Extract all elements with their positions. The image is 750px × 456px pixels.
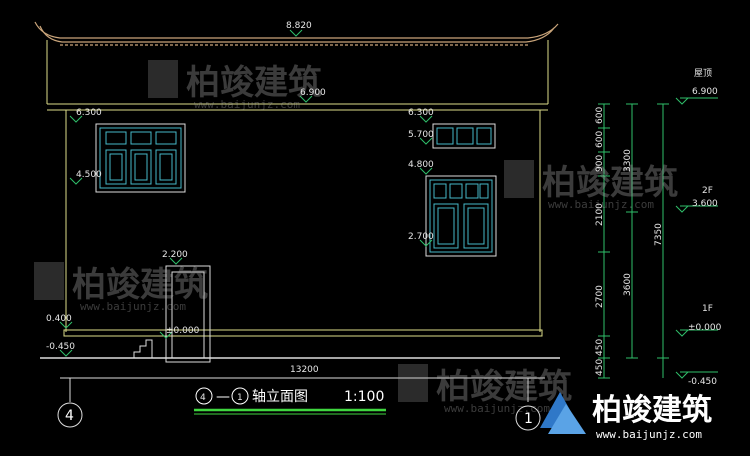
- level-markers: [675, 97, 718, 379]
- right-small-window: [432, 123, 496, 149]
- main-wall: [63, 110, 543, 337]
- svg-text:www.baijunjz.com: www.baijunjz.com: [444, 402, 550, 415]
- title-axis-from: 4: [200, 393, 206, 403]
- svg-text:www.baijunjz.com: www.baijunjz.com: [80, 300, 186, 313]
- left-level-markers: [59, 29, 433, 357]
- door-head-level: 2.200: [162, 250, 188, 260]
- gable-wall: [46, 40, 549, 111]
- axis-label-right: 1: [524, 411, 533, 427]
- right-window-top-level: 6.300: [408, 108, 434, 118]
- floor-level-left: ±0.000: [166, 326, 200, 336]
- door: [165, 265, 211, 363]
- watermark-3: 柏竣建筑 www.baijunjz.com: [34, 262, 208, 313]
- f2-level-value: 3.600: [692, 199, 718, 209]
- svg-text:www.baijunjz.com: www.baijunjz.com: [596, 428, 702, 441]
- plinth-level: 0.400: [46, 314, 72, 324]
- title-dash: —: [216, 389, 230, 405]
- svg-text:柏竣建筑: 柏竣建筑: [72, 265, 208, 305]
- ground-line: [40, 357, 560, 379]
- f1-level-name: 1F: [702, 304, 713, 314]
- dim-600-a: 600: [595, 107, 605, 124]
- dim-450-a: 450: [595, 339, 605, 356]
- dim-7350: 7350: [654, 223, 664, 246]
- right-dim-chains: [598, 103, 669, 379]
- svg-text:柏竣建筑: 柏竣建筑: [186, 63, 322, 103]
- steps: [133, 339, 153, 358]
- dim-2700: 2700: [595, 285, 605, 308]
- roof: [34, 21, 559, 46]
- small-window-sill-level: 5.700: [408, 130, 434, 140]
- dim-3300: 3300: [623, 149, 633, 172]
- dim-900: 900: [595, 155, 605, 172]
- axis-lines: [57, 378, 541, 431]
- title-scale: 1:100: [344, 389, 384, 405]
- ground-level-value: -0.450: [688, 377, 717, 387]
- dim-450-b: 450: [595, 359, 605, 376]
- total-width-label: 13200: [290, 365, 319, 375]
- watermark-1: 柏竣建筑 www.baijunjz.com: [148, 60, 322, 111]
- right-window-sill-level: 2.700: [408, 232, 434, 242]
- f1-level-value: ±0.000: [688, 323, 722, 333]
- title-text: 轴立面图: [252, 389, 308, 405]
- left-window: [95, 123, 186, 193]
- roof-level-name: 屋顶: [694, 68, 712, 79]
- ground-level-left: -0.450: [46, 342, 75, 352]
- left-window-top-level: 6.300: [76, 108, 102, 118]
- right-large-window: [425, 175, 497, 257]
- ridge-level-label: 6.900: [300, 88, 326, 98]
- f2-level-name: 2F: [702, 186, 713, 196]
- watermark-2: 柏竣建筑 www.baijunjz.com: [504, 160, 678, 211]
- brand-logo: 柏竣建筑 www.baijunjz.com: [540, 392, 712, 441]
- watermark-4: 柏竣建筑 www.baijunjz.com: [398, 364, 572, 415]
- svg-text:柏竣建筑: 柏竣建筑: [542, 163, 678, 203]
- left-window-sill-level: 4.500: [76, 170, 102, 180]
- roof-level-value: 6.900: [692, 87, 718, 97]
- svg-text:www.baijunjz.com: www.baijunjz.com: [548, 198, 654, 211]
- svg-text:www.baijunjz.com: www.baijunjz.com: [194, 98, 300, 111]
- width-dim-label: 8.820: [286, 21, 312, 31]
- dim-600-b: 600: [595, 131, 605, 148]
- dim-2100: 2100: [595, 203, 605, 226]
- dim-3600: 3600: [623, 273, 633, 296]
- title-underline: [194, 387, 386, 415]
- axis-label-left: 4: [65, 408, 74, 424]
- right-window-head-level: 4.800: [408, 160, 434, 170]
- svg-text:柏竣建筑: 柏竣建筑: [592, 393, 712, 428]
- title-axis-to: 1: [237, 393, 243, 403]
- svg-text:柏竣建筑: 柏竣建筑: [436, 367, 572, 407]
